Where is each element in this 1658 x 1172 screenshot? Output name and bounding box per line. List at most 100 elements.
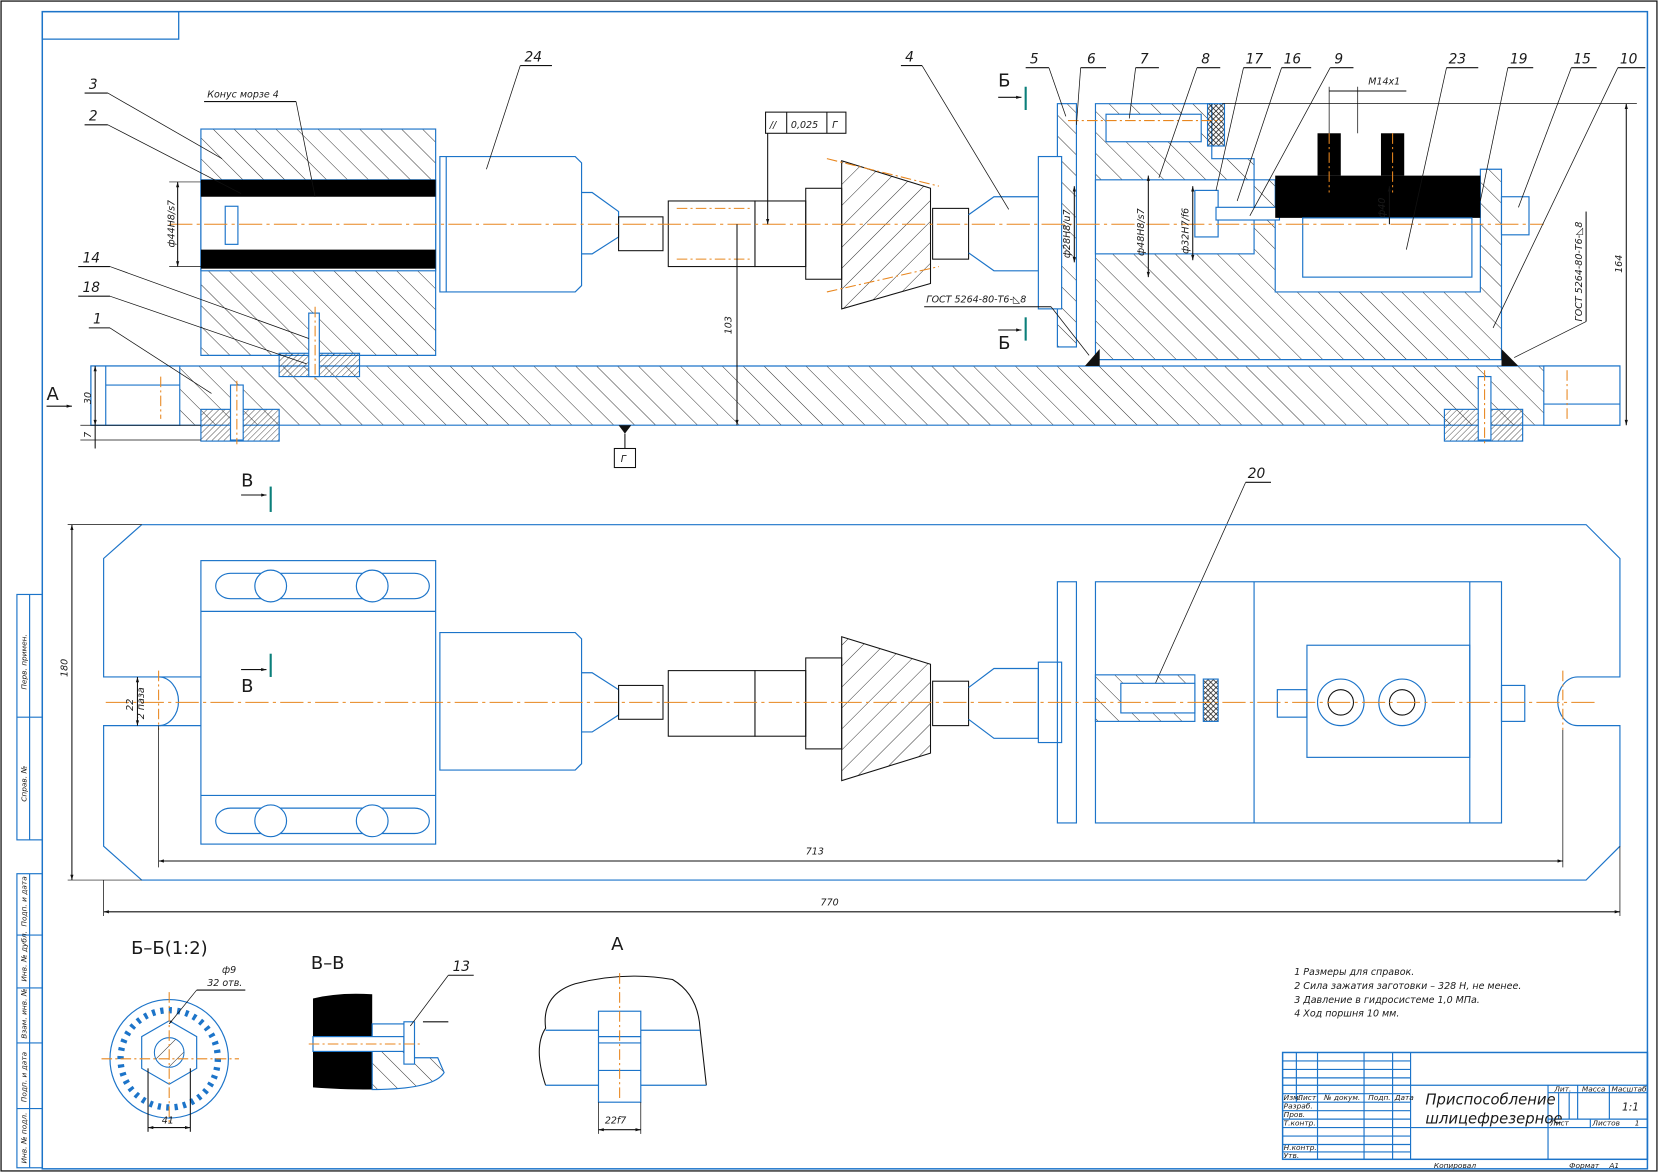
row-checker: Пров.	[1284, 1110, 1305, 1119]
stamp-sign-date-1: Подп. и дата	[19, 876, 28, 927]
clamp-slot-bottom	[215, 804, 430, 838]
callout-17: 17	[1246, 51, 1264, 67]
dim-22: 22	[125, 699, 136, 711]
section-bb-view: Б–Б(1:2) 41 ф9 32 отв.	[101, 938, 246, 1132]
dim-d40: ф40	[1377, 198, 1388, 218]
section-v-marker-bottom: В	[241, 676, 253, 697]
dim-22f7: 22f7	[605, 1115, 626, 1126]
plan-view	[103, 524, 1621, 881]
row-tech-control: Т.контр.	[1284, 1118, 1316, 1127]
callout-18: 18	[82, 280, 100, 296]
stamp-dup-inv: Инв. № дубл.	[19, 931, 28, 982]
callout-5: 5	[1030, 51, 1039, 67]
section-v-marker-top: В	[241, 471, 253, 492]
hdr-scale: Масштаб	[1611, 1085, 1647, 1094]
view-a-title: А	[611, 934, 624, 955]
dim-d9: ф9	[222, 965, 236, 976]
tol-symbol: //	[769, 120, 778, 131]
scale-value: 1:1	[1622, 1102, 1639, 1114]
dim-2-slots: 2 паза	[136, 687, 147, 719]
callout-16: 16	[1284, 51, 1302, 67]
col-list: Лист	[1296, 1093, 1316, 1102]
row-developer: Разраб.	[1284, 1102, 1313, 1111]
copied-label: Копировал	[1434, 1161, 1476, 1170]
callout-9: 9	[1334, 51, 1343, 67]
dim-41: 41	[162, 1115, 174, 1126]
section-b-marker-bottom: Б	[998, 333, 1010, 354]
dim-d48: ф48H8/s7	[1136, 208, 1147, 256]
section-b-marker-top: Б	[998, 71, 1010, 92]
front-dimensions: ф44H8/s7 103 ф28H8/u7 ф48H8/s7 ф32H7/f6 …	[80, 77, 1637, 469]
note-1: 1 Размеры для справок.	[1294, 967, 1414, 978]
callout-10: 10	[1620, 51, 1638, 67]
callout-4: 4	[905, 49, 914, 65]
dim-180: 180	[60, 659, 71, 677]
morse-sleeve-bottom	[200, 249, 436, 269]
stamp-replace-inv: Взам. инв. №	[19, 988, 28, 1039]
plan-dimensions: 180 22 2 паза 713 770	[60, 524, 1621, 917]
dim-30: 30	[83, 392, 94, 404]
callout-19: 19	[1510, 51, 1527, 67]
front-section-view	[90, 103, 1621, 445]
sheets-label: Листов	[1591, 1118, 1620, 1127]
col-date: Дата	[1394, 1093, 1415, 1102]
section-markers: А Б Б В В	[47, 71, 1027, 697]
tol-value: 0,025	[791, 120, 818, 131]
callout-13: 13	[453, 959, 470, 975]
view-a-marker: А	[47, 384, 60, 405]
view-a: А 22f7	[538, 934, 707, 1134]
hdr-mass: Масса	[1582, 1085, 1606, 1094]
stamp-orig-inv: Инв. № подл.	[19, 1113, 28, 1164]
clamp-slot-top	[215, 569, 430, 603]
note-4: 4 Ход поршня 10 мм.	[1294, 1009, 1399, 1020]
row-norm-control: Н.контр.	[1284, 1143, 1317, 1152]
base-plate-outline	[103, 524, 1621, 881]
section-vv-title: В–В	[311, 953, 345, 974]
weld-mark-right	[1501, 349, 1519, 366]
format-value: A1	[1608, 1161, 1619, 1170]
note-2: 2 Сила зажатия заготовки – 328 Н, не мен…	[1294, 981, 1521, 992]
dim-103: 103	[724, 316, 735, 334]
callout-2: 2	[89, 109, 98, 125]
sheet-label: Лист	[1549, 1118, 1569, 1127]
hdr-lit: Лит.	[1553, 1085, 1571, 1094]
drawing-title-line1: Приспособление	[1425, 1091, 1555, 1108]
section-bb-title: Б–Б(1:2)	[131, 938, 208, 959]
section-vv-view: В–В 13	[308, 953, 474, 1091]
dim-164: 164	[1614, 255, 1625, 273]
dim-770: 770	[821, 897, 839, 908]
callout-24: 24	[524, 49, 541, 65]
stamp-first-use: Перв. примен.	[19, 634, 28, 689]
note-3: 3 Давление в гидросистеме 1,0 МПа.	[1294, 995, 1480, 1006]
callout-8: 8	[1201, 51, 1210, 67]
part-callouts: 3 2 14 18 1 24 4 5 6 7 8 17 16 9 23 19 1…	[78, 49, 1646, 690]
dim-7: 7	[83, 432, 94, 438]
dim-d44: ф44H8/s7	[166, 200, 177, 248]
stamp-ref-no: Справ. №	[19, 766, 28, 802]
thread-m14: M14x1	[1368, 77, 1400, 88]
morse-taper-note: Конус морзе 4	[207, 89, 279, 100]
sheets-count: 1	[1635, 1118, 1640, 1127]
callout-20: 20	[1248, 466, 1266, 482]
callout-1: 1	[93, 312, 102, 328]
col-izm: Изм.	[1284, 1093, 1301, 1102]
format-label: Формат	[1569, 1161, 1600, 1170]
weld-note-right: ГОСТ 5264-80-Т6-◺8	[1574, 222, 1585, 322]
col-doc-no: № докум.	[1323, 1093, 1360, 1102]
dim-d32: ф32H7/f6	[1181, 208, 1192, 254]
callout-6: 6	[1087, 51, 1096, 67]
stamp-sign-date-2: Подп. и дата	[19, 1051, 28, 1102]
parallelism-tolerance-frame: // 0,025 Г	[765, 111, 847, 225]
dim-713: 713	[806, 847, 824, 858]
datum-g-label: Г	[621, 454, 627, 465]
col-sign: Подп.	[1368, 1093, 1390, 1102]
drawing-title-line2: шлицефрезерное	[1425, 1110, 1562, 1127]
datum-g: Г	[613, 425, 637, 469]
dim-d28: ф28H8/u7	[1062, 209, 1073, 258]
callout-15: 15	[1573, 51, 1590, 67]
margin-stamp: Перв. примен. Справ. № Подп. и дата Инв.…	[16, 593, 43, 1169]
row-approved: Утв.	[1284, 1151, 1300, 1160]
tol-datum: Г	[832, 120, 838, 131]
